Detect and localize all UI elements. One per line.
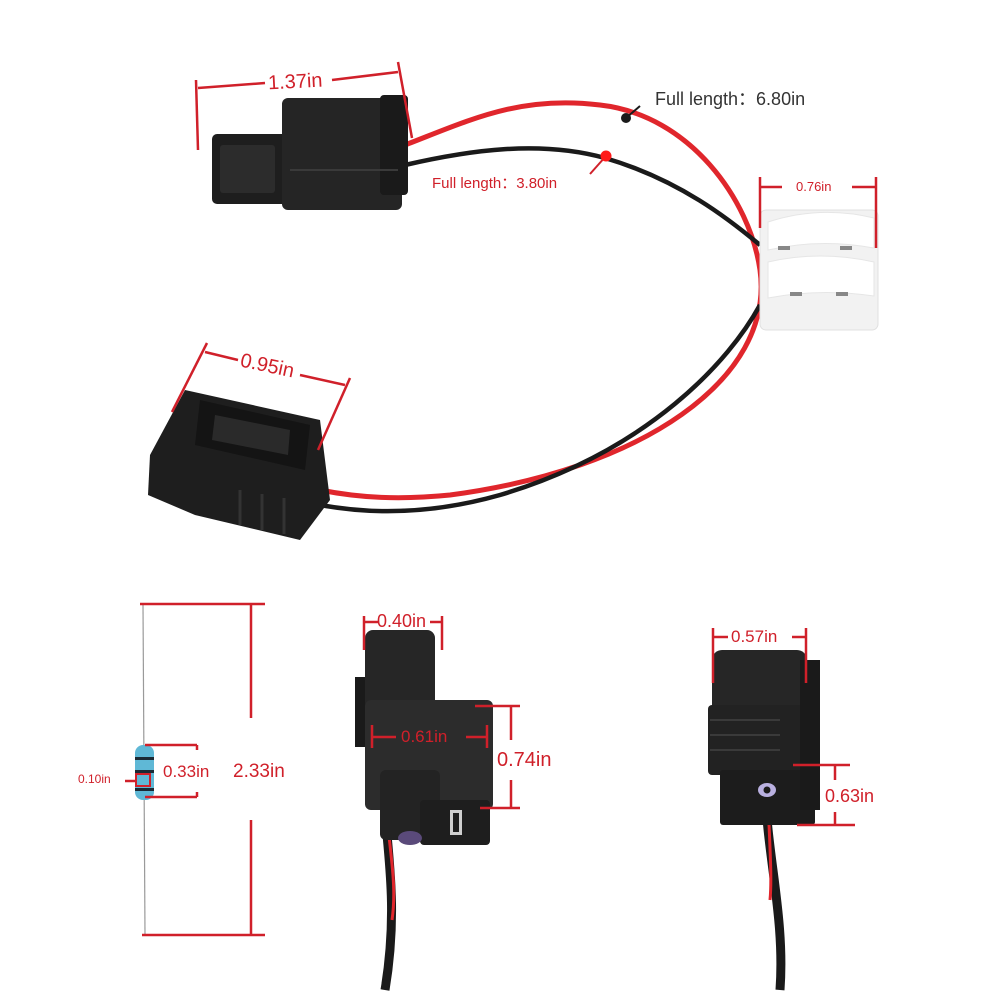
resistor-body-length-label: 0.33in	[163, 762, 210, 781]
male-connector-width-label: 1.37in	[267, 69, 324, 95]
dimension-lines-connector-b	[711, 628, 855, 827]
black-wire-marker	[600, 150, 612, 162]
connector-a-mid-width-label: 0.61in	[401, 727, 448, 746]
connector-a	[355, 630, 493, 991]
resistor	[135, 604, 154, 936]
connector-b-top-width-label: 0.57in	[731, 627, 778, 646]
red-wire-length-label: Full length：6.80in	[655, 89, 806, 109]
clip-width-label: 0.76in	[796, 179, 832, 194]
red-wire-marker	[621, 113, 631, 123]
resistor-total-length-label: 2.33in	[233, 761, 285, 782]
dimension-lines-connector-a	[362, 616, 520, 810]
connector-b	[708, 650, 820, 991]
dimension-lines-resistor	[125, 602, 265, 937]
male-connector	[212, 95, 408, 210]
connector-a-height-label: 0.74in	[497, 749, 552, 771]
female-connector	[148, 390, 330, 540]
wire-clip	[759, 209, 879, 331]
connector-b-height-label: 0.63in	[825, 786, 875, 806]
resistor-diameter-label: 0.10in	[78, 772, 111, 786]
wire-length-markers	[589, 105, 641, 175]
dimension-lines-top	[170, 61, 878, 451]
connector-a-top-width-label: 0.40in	[377, 611, 427, 631]
black-wire-length-label: Full length：3.80in	[432, 175, 558, 192]
